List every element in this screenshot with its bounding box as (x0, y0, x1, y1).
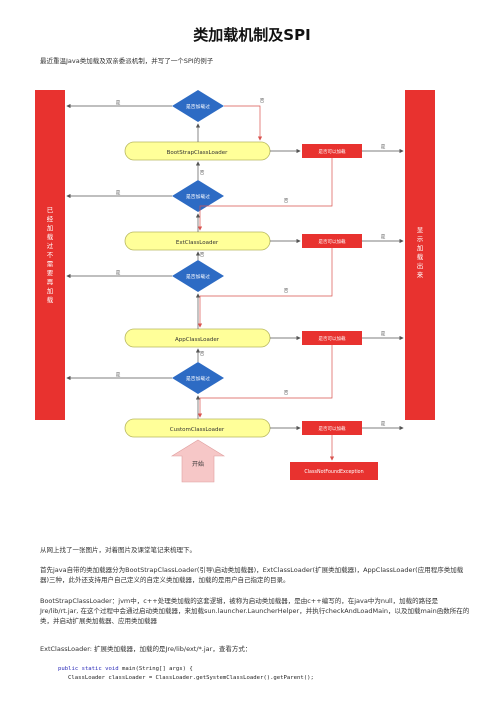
yes-label: 是 (116, 372, 121, 378)
decision-label: 是否加载过 (186, 273, 210, 280)
bar-char: 不 (47, 251, 54, 259)
exception-box: ClassNotFoundException (290, 462, 378, 480)
start-label: 开始 (192, 460, 204, 468)
decision-label: 是否加载过 (186, 193, 210, 200)
bar-char: 载 (417, 252, 424, 261)
no-label: 否 (200, 351, 205, 357)
bar-char: 示 (417, 235, 424, 243)
bar-char: 过 (47, 241, 54, 250)
code-text: main(String[] args) { (118, 666, 193, 672)
bar-char: 来 (417, 271, 424, 279)
yes-label: 是 (116, 270, 121, 276)
start-arrow: 开始 (170, 439, 226, 483)
class-loader-diagram: 已经加载过不需要再加载 显示加载出来 是否加载过 是否加载过 是否加载过 是否加… (35, 90, 435, 483)
bar-char: 显 (417, 226, 424, 234)
load-box-label: 是否可以加载 (319, 148, 346, 155)
bar-char: 要 (47, 269, 54, 277)
no-connectors (197, 105, 335, 461)
no-label: 否 (260, 98, 265, 104)
yes-label: 是 (381, 421, 386, 427)
load-box-custom: 是否可以加载 (302, 421, 362, 435)
bar-char: 需 (47, 260, 54, 268)
bar-char: 出 (417, 261, 424, 270)
bar-char: 载 (47, 295, 54, 304)
decision-custom: 是否加载过 (172, 362, 224, 394)
left-bar: 已经加载过不需要再加载 (35, 90, 65, 420)
intro-text: 最近重温Java类加载及双亲委派机制，并写了一个SPI的例子 (40, 57, 214, 65)
svg-text:显示加载出来: 显示加载出来 (417, 226, 424, 279)
bar-char: 再 (47, 278, 54, 286)
decision-label: 是否加载过 (186, 375, 210, 382)
paragraph-2: 首先java自带的类加载器分为BootStrapClassLoader(引导\启… (40, 566, 464, 584)
edge-labels: 是 是 是 是 否 否 否 否 否 否 否 是 是 是 是 (116, 98, 386, 427)
loader-label: AppClassLoader (175, 337, 220, 343)
bar-char: 加 (417, 243, 424, 252)
yes-label: 是 (381, 331, 386, 337)
loader-ext: ExtClassLoader (124, 231, 271, 251)
connectors (66, 103, 404, 431)
paragraph-1: 从网上找了一张图片，对着图片及课堂笔记来梳理下。 (40, 546, 196, 554)
page-title: 类加载机制及SPI (193, 26, 311, 44)
no-label: 否 (284, 198, 289, 204)
yes-label: 是 (116, 190, 121, 196)
bar-char: 已 (47, 206, 54, 214)
bar-char: 经 (47, 214, 54, 223)
decision-label: 是否加载过 (186, 103, 210, 110)
load-box-bootstrap: 是否可以加载 (302, 144, 362, 158)
code-keyword: public static void (58, 666, 119, 672)
loader-label: ExtClassLoader (176, 240, 219, 246)
bar-char: 加 (47, 223, 54, 232)
right-bar: 显示加载出来 (405, 90, 435, 420)
loader-bootstrap: BootStrapClassLoader (124, 141, 271, 161)
decision-ext: 是否加载过 (172, 180, 224, 212)
loader-label: CustomClassLoader (170, 427, 225, 433)
svg-text:已经加载过不需要再加载: 已经加载过不需要再加载 (47, 206, 54, 304)
bar-char: 载 (47, 232, 54, 241)
loader-label: BootStrapClassLoader (167, 150, 228, 156)
no-label: 否 (284, 288, 289, 294)
paragraph-4: ExtClassLoader: 扩展类加载器，加载的是Jre/lib/ext/*… (40, 645, 252, 653)
bar-char: 加 (47, 286, 54, 295)
yes-label: 是 (381, 144, 386, 150)
paragraph-3: BootStrapClassLoader：jvm中，c++处理类加载的这套逻辑，… (40, 597, 470, 625)
yes-label: 是 (116, 100, 121, 106)
no-label: 否 (200, 170, 205, 176)
load-box-label: 是否可以加载 (319, 335, 346, 342)
no-label: 否 (200, 252, 205, 258)
load-box-app: 是否可以加载 (302, 331, 362, 345)
no-label: 否 (284, 390, 289, 396)
load-box-label: 是否可以加载 (319, 425, 346, 432)
decision-app: 是否加载过 (172, 260, 224, 292)
load-box-label: 是否可以加载 (319, 238, 346, 245)
code-line-2: ClassLoader classLoader = ClassLoader.ge… (68, 675, 314, 681)
exception-label: ClassNotFoundException (304, 469, 363, 475)
load-box-ext: 是否可以加载 (302, 234, 362, 248)
yes-label: 是 (381, 234, 386, 240)
code-line-1: public static void main(String[] args) { (58, 665, 193, 673)
decision-bootstrap: 是否加载过 (172, 90, 224, 122)
loader-custom: CustomClassLoader (124, 418, 271, 438)
loader-app: AppClassLoader (124, 328, 271, 348)
